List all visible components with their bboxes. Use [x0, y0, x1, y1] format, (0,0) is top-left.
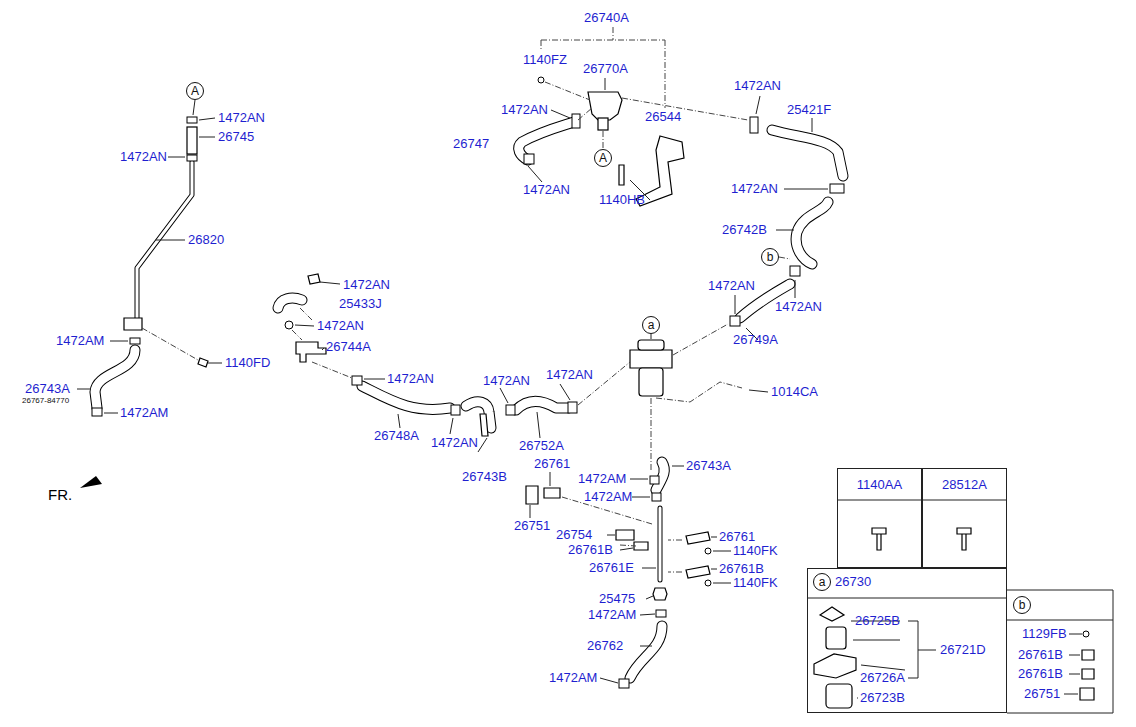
part-number: 26725B — [855, 613, 900, 629]
part-number: 1472AM — [56, 333, 104, 349]
part-number: 26743B — [462, 469, 507, 485]
part-number: 1472AM — [549, 670, 597, 686]
part-number: 1472AN — [708, 278, 755, 294]
part-number: 1472AN — [731, 181, 778, 197]
parts-table — [807, 500, 1113, 713]
callout-circle: A — [594, 149, 612, 167]
part-number: 26747 — [453, 136, 489, 152]
part-number: 1014CA — [771, 384, 818, 400]
part-number: 26721D — [940, 642, 986, 658]
part-number: 26742B — [722, 222, 767, 238]
callout-circle: a — [642, 316, 660, 334]
part-number: 1140FD — [225, 355, 270, 371]
part-number: 26761B — [1018, 647, 1063, 663]
part-number: 26723B — [860, 690, 905, 706]
callout-circle: A — [186, 82, 204, 100]
part-number: 1472AN — [501, 102, 548, 118]
part-number: 26770A — [583, 61, 628, 77]
front-marker: FR. — [48, 486, 72, 504]
part-number: 25475 — [599, 591, 635, 607]
part-number: 1472AN — [431, 435, 478, 451]
part-number: 26744A — [326, 339, 371, 355]
part-number: 1472AN — [120, 149, 167, 165]
part-number: 26745 — [218, 129, 254, 145]
callout-circle: a — [813, 573, 831, 591]
hoses — [95, 122, 843, 678]
part-number: 26761B — [568, 542, 613, 558]
part-number: 1472AM — [120, 405, 168, 421]
fittings-and-clamps — [80, 77, 844, 688]
table-cell: 28512A — [922, 468, 1007, 568]
part-number: 1472AM — [588, 607, 636, 623]
part-number: 26751 — [514, 518, 550, 534]
part-number: 26761 — [534, 456, 570, 472]
part-number: 1472AN — [734, 78, 781, 94]
part-number: 1472AM — [584, 489, 632, 505]
part-number: 1129FB — [1022, 626, 1067, 642]
part-number: 1472AN — [775, 299, 822, 315]
leader-lines — [77, 27, 828, 683]
part-number: 1472AN — [387, 371, 434, 387]
part-number: 26726A — [860, 670, 905, 686]
part-number: 25433J — [339, 296, 382, 312]
part-number: 26743A — [686, 458, 731, 474]
part-number: 26761E — [589, 560, 634, 576]
part-number: 26761B — [719, 561, 764, 577]
part-number: 1472AN — [317, 318, 364, 334]
callout-circle: b — [761, 248, 779, 266]
part-number: 26761B — [1018, 666, 1063, 682]
part-number: 26740A — [584, 10, 629, 26]
part-number: 1472AN — [523, 182, 570, 198]
part-number: 26762 — [587, 638, 623, 654]
part-number: 1472AN — [546, 367, 593, 383]
part-note: 26767-84770 — [22, 396, 69, 406]
callout-circle: b — [1013, 596, 1031, 614]
part-number: 1140FK — [733, 543, 778, 559]
part-number: 26544 — [645, 109, 681, 125]
part-number: 26748A — [374, 428, 419, 444]
part-number: 26752A — [519, 438, 564, 454]
part-number: 26761 — [719, 529, 755, 545]
part-number: 26820 — [188, 232, 224, 248]
table-cell: 1140AA — [837, 468, 922, 568]
part-number: 1472AM — [578, 471, 626, 487]
part-number: 26743A — [25, 381, 70, 397]
part-number: 26751 — [1024, 686, 1060, 702]
part-number: 1472AN — [218, 110, 265, 126]
part-number: 26749A — [733, 332, 778, 348]
part-number: 1472AN — [483, 373, 530, 389]
part-number: 26754 — [556, 527, 592, 543]
part-number: 1140FK — [733, 575, 778, 591]
part-number: 1140HB — [599, 192, 645, 208]
part-number: 1472AN — [343, 277, 390, 293]
part-number: 1140FZ — [523, 52, 567, 68]
part-number: 25421F — [787, 102, 831, 118]
detail-panel: 26730a — [807, 568, 1007, 713]
